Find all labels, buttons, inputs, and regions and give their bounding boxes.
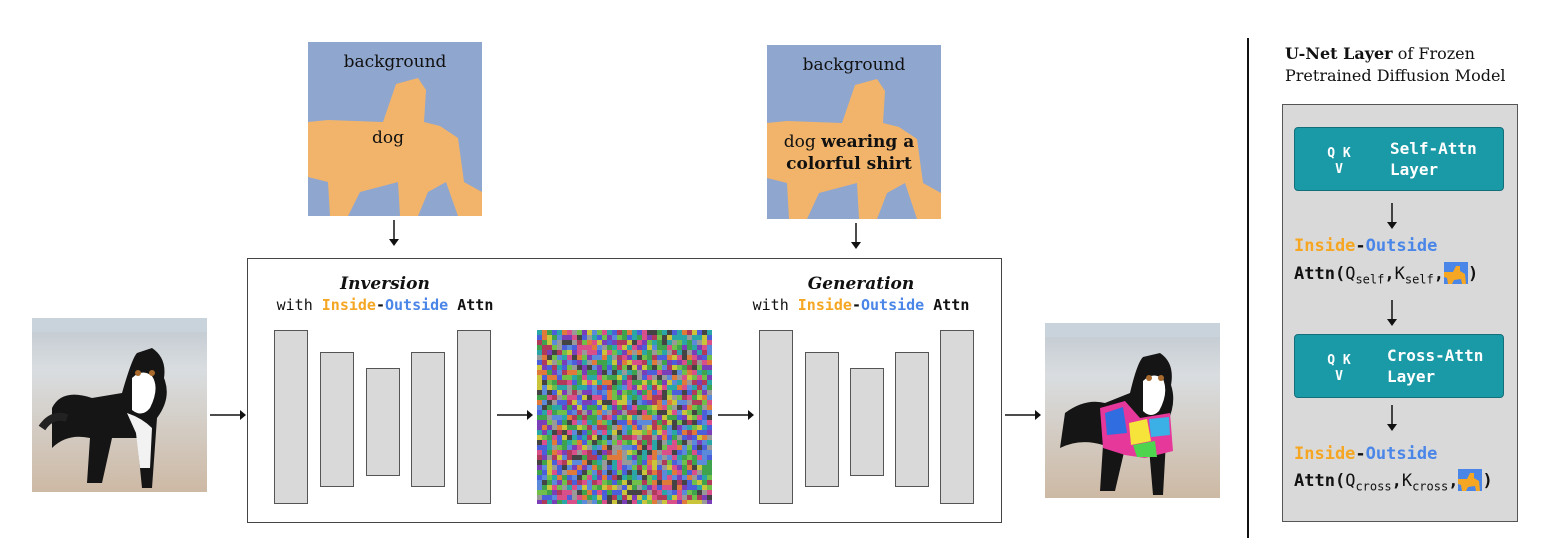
dash: - xyxy=(1355,444,1366,464)
self-attn-layer-block: Q K V Self-Attn Layer xyxy=(1294,127,1504,191)
close-paren: ) xyxy=(1482,471,1493,491)
unet-bar xyxy=(320,352,354,487)
panel-title-rest-1: of Frozen xyxy=(1397,44,1475,63)
mask-object-label: dog xyxy=(372,128,404,148)
generation-subtitle: with Inside-Outside Attn xyxy=(726,296,996,314)
mask-object-bold-1: wearing a xyxy=(821,132,915,152)
io-attn-self-formula: Attn(Qself,Kself,) xyxy=(1294,262,1478,286)
k-symbol: K xyxy=(1394,264,1405,284)
generation-heading: Generation with Inside-Outside Attn xyxy=(726,274,996,314)
mask-object-label: dog wearing a colorful shirt xyxy=(769,131,929,175)
k-subscript: cross xyxy=(1412,479,1449,494)
noise-latent-image xyxy=(537,330,712,504)
self-attn-line-2: Layer xyxy=(1390,160,1439,179)
process-box xyxy=(247,258,1002,523)
outside-word: Outside xyxy=(861,296,925,314)
qkv-label: Q K V xyxy=(1321,353,1357,385)
target-mask-image: background dog wearing a colorful shirt xyxy=(767,45,941,219)
unet-bar xyxy=(850,368,884,476)
unet-bar xyxy=(895,352,929,487)
mask-object-plain: dog xyxy=(783,132,816,152)
v-label: V xyxy=(1335,369,1343,384)
comma: , xyxy=(1391,471,1402,491)
cross-attn-line-1: Cross-Attn xyxy=(1387,346,1484,365)
unet-bar xyxy=(805,352,839,487)
arrow-right-2-icon xyxy=(497,410,533,420)
panel-title: U-Net Layer of Frozen Pretrained Diffusi… xyxy=(1285,43,1535,87)
outside-word: Outside xyxy=(385,296,449,314)
inversion-subtitle: with Inside-Outside Attn xyxy=(250,296,520,314)
v-label: V xyxy=(1335,162,1343,177)
dash: - xyxy=(375,296,385,314)
attn-func: Attn( xyxy=(1294,471,1346,491)
panel-title-bold: U-Net Layer xyxy=(1285,44,1393,63)
mask-thumbnail-icon xyxy=(1444,262,1468,284)
mask-object-bold-2: colorful shirt xyxy=(786,154,912,174)
panel-title-rest-2: Pretrained Diffusion Model xyxy=(1285,66,1506,85)
inside-word: Inside xyxy=(797,296,852,314)
comma: , xyxy=(1384,264,1395,284)
generation-title: Generation xyxy=(807,274,915,294)
source-mask-image: background dog xyxy=(308,42,482,216)
io-attn-cross-title: Inside-Outside xyxy=(1294,444,1437,464)
outside-word: Outside xyxy=(1365,236,1438,256)
cross-attn-line-2: Layer xyxy=(1387,367,1436,386)
inside-word: Inside xyxy=(321,296,376,314)
unet-bar xyxy=(366,368,400,476)
qk-label: Q K xyxy=(1327,146,1351,161)
arrow-down-4-icon xyxy=(1387,300,1397,326)
outside-word: Outside xyxy=(1365,444,1438,464)
section-divider xyxy=(1247,38,1249,538)
arrow-right-3-icon xyxy=(718,410,754,420)
arrow-right-4-icon xyxy=(1005,410,1041,420)
with-word: with xyxy=(276,296,313,314)
input-dog-photo xyxy=(32,318,207,492)
mask-background-label: background xyxy=(343,52,447,72)
arrow-down-5-icon xyxy=(1387,405,1397,431)
attn-func: Attn( xyxy=(1294,264,1346,284)
unet-bar xyxy=(457,330,491,504)
arrow-down-1-icon xyxy=(389,220,399,246)
attn-word: Attn xyxy=(933,296,970,314)
q-symbol: Q xyxy=(1345,264,1356,284)
dash: - xyxy=(1355,236,1366,256)
inversion-heading: Inversion with Inside-Outside Attn xyxy=(250,274,520,314)
k-symbol: K xyxy=(1401,471,1413,491)
comma: , xyxy=(1433,264,1444,284)
unet-bar xyxy=(759,330,793,504)
self-attn-label: Self-Attn Layer xyxy=(1390,138,1477,180)
qk-label: Q K xyxy=(1327,353,1351,368)
comma: , xyxy=(1448,471,1459,491)
mask-background-label: background xyxy=(802,55,906,75)
with-word: with xyxy=(752,296,789,314)
q-subscript: cross xyxy=(1355,479,1392,494)
io-attn-self-title: Inside-Outside xyxy=(1294,236,1437,256)
q-subscript: self xyxy=(1355,272,1385,287)
io-attn-cross-formula: Attn(Qcross,Kcross,) xyxy=(1294,469,1493,493)
output-dog-photo xyxy=(1045,323,1220,498)
arrow-right-1-icon xyxy=(210,410,246,420)
unet-bar xyxy=(940,330,974,504)
qkv-label: Q K V xyxy=(1321,146,1357,178)
arrow-down-2-icon xyxy=(851,223,861,249)
cross-attn-label: Cross-Attn Layer xyxy=(1387,345,1483,387)
q-symbol: Q xyxy=(1345,471,1356,491)
inside-word: Inside xyxy=(1294,444,1356,464)
arrow-down-3-icon xyxy=(1387,203,1397,229)
mask-thumbnail-icon xyxy=(1458,469,1483,491)
close-paren: ) xyxy=(1468,264,1479,284)
dash: - xyxy=(851,296,861,314)
k-subscript: self xyxy=(1404,272,1434,287)
inversion-title: Inversion xyxy=(340,274,430,294)
unet-bar xyxy=(411,352,445,487)
unet-bar xyxy=(274,330,308,504)
attn-word: Attn xyxy=(457,296,494,314)
self-attn-line-1: Self-Attn xyxy=(1390,139,1477,158)
inside-word: Inside xyxy=(1294,236,1356,256)
cross-attn-layer-block: Q K V Cross-Attn Layer xyxy=(1294,334,1504,398)
